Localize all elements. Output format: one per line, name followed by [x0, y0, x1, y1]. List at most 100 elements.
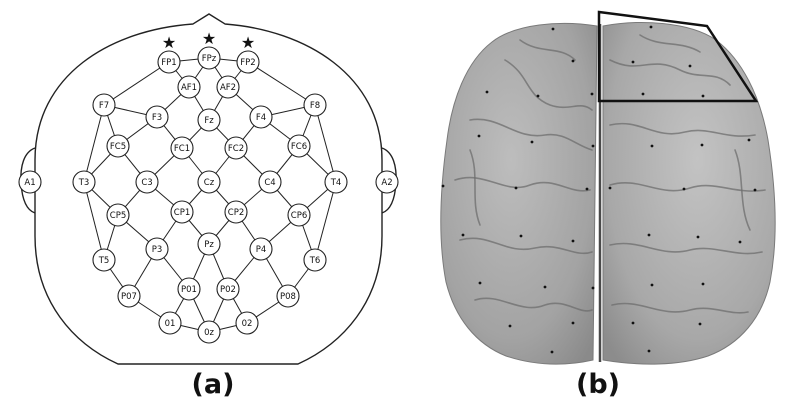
electrode-circle	[197, 46, 221, 70]
electrode-circle	[197, 108, 221, 132]
projected-electrode-dot	[608, 186, 612, 190]
electrode-label: T4	[330, 178, 342, 188]
electrode-F4: F4	[249, 105, 273, 129]
electrode-circle	[145, 237, 169, 261]
sulcus	[609, 59, 731, 86]
electrode-label: FPz	[202, 54, 217, 64]
electrode-circle	[276, 284, 300, 308]
projected-electrode-dot	[571, 321, 575, 325]
electrode-circle	[92, 248, 116, 272]
electrode-FP1: FP1	[157, 50, 181, 74]
projected-electrode-dot	[698, 322, 702, 326]
electrode-label: C3	[141, 178, 152, 188]
electrode-label: A2	[381, 178, 392, 188]
projected-electrode-dot	[536, 94, 540, 98]
electrode-label: CP2	[228, 208, 244, 218]
left-hemisphere	[440, 22, 598, 365]
projected-electrode-dot	[647, 349, 651, 353]
projected-electrode-dot	[543, 285, 547, 289]
electrode-circle	[170, 136, 194, 160]
electrode-label: P08	[280, 292, 296, 302]
projected-electrode-dot	[591, 286, 595, 290]
electrode-projections	[441, 25, 757, 354]
electrode-label: FP2	[240, 58, 255, 68]
sulcus	[454, 176, 591, 192]
electrode-Oz: 0z	[197, 320, 221, 344]
electrode-circle	[170, 200, 194, 224]
region-of-interest-box	[597, 10, 759, 103]
projected-electrode-dot	[508, 324, 512, 328]
projected-electrode-dot	[701, 282, 705, 286]
electrode-circle	[224, 136, 248, 160]
electrode-FC5: FC5	[106, 134, 130, 158]
sulcus	[459, 237, 593, 255]
electrode-circle	[249, 237, 273, 261]
electrode-circle	[197, 170, 221, 194]
right-hemisphere	[602, 22, 776, 365]
electrode-circle	[18, 170, 42, 194]
brain-render	[440, 10, 776, 365]
electrode-label: F7	[99, 101, 109, 111]
electrode-label: 01	[165, 319, 176, 329]
electrode-circle	[287, 203, 311, 227]
electrode-C4: C4	[258, 170, 282, 194]
panel-a-caption: (a)	[192, 369, 235, 400]
projected-electrode-dot	[650, 283, 654, 287]
electrode-label: P3	[152, 245, 163, 255]
electrode-label: AF2	[220, 83, 236, 93]
electrode-circle	[117, 284, 141, 308]
electrode-Pz: Pz	[197, 232, 221, 256]
projected-electrode-dot	[441, 184, 445, 188]
electrode-circle	[249, 105, 273, 129]
projected-electrode-dot	[700, 143, 704, 147]
electrode-label: FP1	[161, 58, 176, 68]
projected-electrode-dot	[551, 27, 555, 31]
electrode-label: FC6	[291, 142, 307, 152]
electrode-O1: 01	[158, 311, 182, 335]
sulcus	[469, 149, 481, 226]
sulcus	[519, 39, 576, 61]
projected-electrode-dot	[738, 240, 742, 244]
electrode-label: P02	[220, 285, 236, 295]
electrode-FC6: FC6	[287, 134, 311, 158]
electrode-label: FC1	[174, 144, 190, 154]
electrode-CP1: CP1	[170, 200, 194, 224]
projected-electrode-dot	[514, 186, 518, 190]
electrode-circle	[375, 170, 399, 194]
electrode-circle	[158, 311, 182, 335]
electrode-label: FC2	[228, 144, 244, 154]
electrode-FP2: FP2	[236, 50, 260, 74]
electrode-label: FC5	[110, 142, 126, 152]
electrode-label: P01	[181, 285, 197, 295]
electrode-Fz: Fz	[197, 108, 221, 132]
electrode-circle	[303, 248, 327, 272]
projected-electrode-dot	[477, 134, 481, 138]
star-marker-FPz: ★	[202, 29, 216, 48]
connection-F8-T4	[314, 104, 337, 183]
electrode-F7: F7	[92, 93, 116, 117]
connection-F7-T3	[83, 104, 105, 183]
electrode-F3: F3	[145, 105, 169, 129]
sulcus	[609, 122, 756, 137]
projected-electrode-dot	[682, 187, 686, 191]
electrode-circle	[224, 200, 248, 224]
starred-markers: ★★★	[162, 29, 255, 52]
electrode-label: 0z	[204, 328, 214, 338]
projected-electrode-dot	[688, 64, 692, 68]
panel-b-caption: (b)	[576, 369, 620, 400]
projected-electrode-dot	[519, 234, 523, 238]
electrode-circle	[135, 170, 159, 194]
electrode-P02: P02	[216, 277, 240, 301]
star-marker-FP2: ★	[241, 33, 255, 52]
electrode-FC2: FC2	[224, 136, 248, 160]
electrode-circle	[145, 105, 169, 129]
electrode-circle	[197, 320, 221, 344]
projected-electrode-dot	[571, 59, 575, 63]
electrode-circle	[92, 93, 116, 117]
sulcus	[611, 302, 749, 314]
sulcus	[469, 118, 593, 151]
projected-electrode-dot	[631, 60, 635, 64]
